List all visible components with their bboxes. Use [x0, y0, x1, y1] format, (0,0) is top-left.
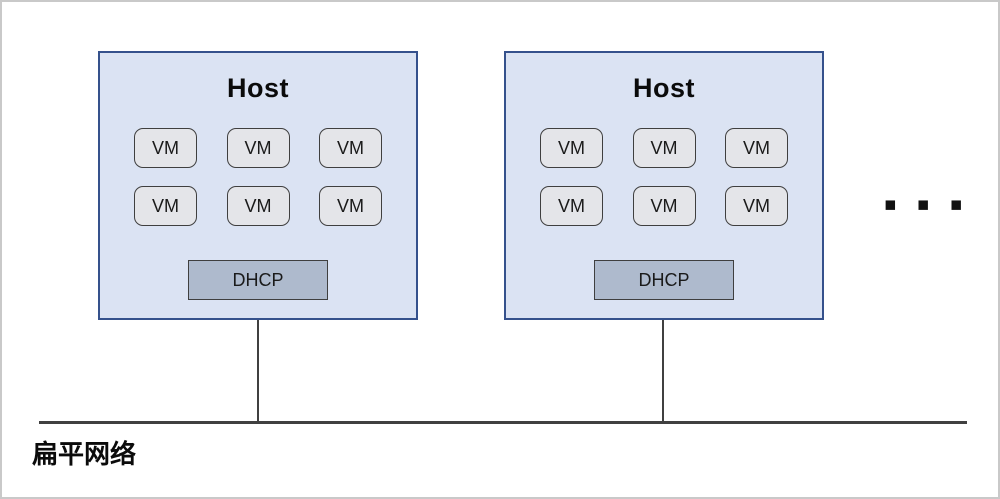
dhcp-box: DHCP	[594, 260, 734, 300]
vm-grid: VM VM VM VM VM VM	[540, 128, 788, 226]
vm-grid: VM VM VM VM VM VM	[134, 128, 382, 226]
vm-box: VM	[226, 128, 290, 168]
host2-network-connector-line	[662, 320, 664, 422]
host-box-1: Host VM VM VM VM VM VM DHCP	[98, 51, 418, 320]
dhcp-box: DHCP	[188, 260, 328, 300]
vm-box: VM	[319, 128, 382, 168]
vm-box: VM	[540, 186, 603, 226]
host1-network-connector-line	[257, 320, 259, 422]
vm-box: VM	[134, 186, 197, 226]
vm-box: VM	[725, 186, 788, 226]
vm-box: VM	[632, 186, 696, 226]
host-box-2: Host VM VM VM VM VM VM DHCP	[504, 51, 824, 320]
vm-box: VM	[632, 128, 696, 168]
more-hosts-ellipsis: ▪ ▪ ▪	[884, 193, 970, 215]
vm-box: VM	[725, 128, 788, 168]
vm-box: VM	[540, 128, 603, 168]
host-title: Host	[633, 73, 695, 103]
vm-box: VM	[319, 186, 382, 226]
host-title: Host	[227, 73, 289, 103]
vm-box: VM	[226, 186, 290, 226]
vm-box: VM	[134, 128, 197, 168]
flat-network-label: 扁平网络	[32, 439, 137, 469]
flat-network-bus-line	[39, 421, 967, 424]
